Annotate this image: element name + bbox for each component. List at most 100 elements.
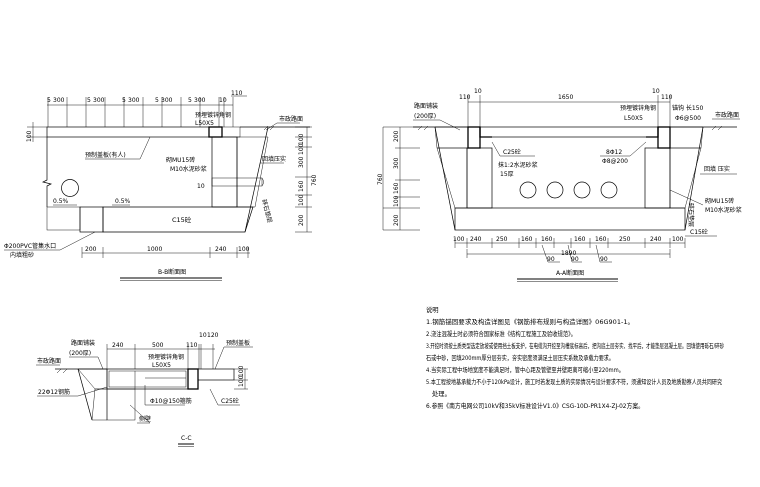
bb-slope-right: 0.5%	[115, 198, 131, 205]
bb-road-label: 市政路面	[279, 115, 303, 123]
bb-top-dim: 5	[122, 97, 126, 104]
note-line: 5.本工程按地基承载力不小于120kPa设计，施工时若发现土质的实际情况与设计要…	[426, 377, 723, 386]
bb-right-dim: 100	[298, 143, 305, 155]
cc-paving-thk: (200厚)	[69, 350, 91, 357]
bb-top-dim: 300	[93, 97, 105, 104]
aa-left-dim: 100	[393, 195, 400, 207]
aa-paving-thk: (200厚)	[414, 113, 436, 120]
bb-pipe-label: Φ200PVC管集水口	[4, 242, 56, 250]
bb-top-dim: 5	[188, 97, 192, 104]
cc-cover-label: 预制盖板	[226, 339, 250, 347]
section-a-a: 110 10 1650 10 110 路面铺装 (200厚) 预埋镀锌角钢 L5…	[377, 88, 742, 282]
aa-bottom-dim: 160	[521, 236, 533, 243]
bb-top-dim: 300	[128, 97, 140, 104]
section-c-c: 240 500 110 10 120 100 100 路面铺装 (200厚) 市…	[36, 332, 253, 447]
note-line: 石或中砂，回填200mm厚分层夯实，夯实密度须满足土层压实系数及承载力要求。	[426, 353, 614, 362]
bb-concrete-label: C15砼	[172, 215, 192, 224]
cc-title: C-C	[181, 435, 192, 442]
cc-angle-size: L50X5	[152, 362, 171, 369]
aa-angle-label: 预埋镀锌角钢	[620, 104, 656, 112]
note-line: 4.当实际工程中场地宽度不能满足时，管中心距及管壁至井壁距离可缩小至220mm。	[426, 365, 624, 374]
cc-angle-label: 预埋镀锌角钢	[148, 353, 184, 361]
bb-top-dim: 110	[231, 90, 243, 97]
bb-top-dim: 5	[155, 97, 159, 104]
note-line: 处理。	[432, 389, 451, 398]
cc-wall-label: 侧壁	[139, 415, 151, 423]
bb-brick-label: 砌MU15砖	[166, 156, 195, 164]
aa-left-total: 760	[377, 173, 384, 185]
bb-bottom-dim: 100	[238, 246, 250, 253]
aa-top-dim: 110	[459, 94, 471, 101]
aa-top-dim: 10	[474, 88, 482, 95]
aa-bottom-dim: 250	[619, 236, 631, 243]
bb-slope-left: 0.5%	[53, 198, 69, 205]
note-line: 2.浇注混凝土时必须符合国家标准《结构工程施工及验收规范》。	[426, 329, 576, 338]
bb-bottom-dim: 1000	[147, 246, 162, 253]
aa-plaster-label: 抹1:2水泥砂浆	[498, 161, 538, 169]
aa-left-dim: 300	[393, 157, 400, 169]
note-line: 6.参照《南方电网公司10kV和35kV标准设计V1.0》CSG-10D-PR1…	[426, 401, 644, 410]
aa-plaster-thk: 15厚	[500, 171, 514, 178]
bb-top-dim: 300	[53, 97, 65, 104]
cc-top-dim: 110	[186, 342, 198, 349]
cc-top-dim: 500	[152, 342, 164, 349]
note-line: 1.钢筋锚固要求及构造详图见《钢筋排布规则与构造详图》06G901-1。	[426, 317, 634, 326]
aa-cushion-label: 碎石垫层	[687, 203, 695, 227]
aa-bottom-total: 1890	[561, 250, 576, 257]
section-b-b: 5 300 5 300 5 300 5 300 5 300 10 110 100…	[4, 90, 318, 281]
aa-bottom-dim: 160	[541, 236, 553, 243]
bb-top-dim: 5	[47, 97, 51, 104]
aa-left-dim: 200	[393, 130, 400, 142]
bb-title: B-B断面图	[158, 268, 186, 276]
aa-bottom-dim: 160	[595, 236, 607, 243]
aa-anchor-label: 锚钩 长150	[672, 104, 704, 112]
aa-sub-dim: 90	[600, 256, 608, 263]
bb-top-dim: 300	[194, 97, 206, 104]
aa-concrete-label: C15砼	[690, 228, 708, 236]
cc-top-dim: 10	[199, 332, 207, 339]
bb-top-dim: 10	[219, 97, 227, 104]
bb-right-dim: 300	[298, 156, 305, 168]
cc-right-dim: 100	[238, 365, 245, 377]
bb-cushion-label: 碎石垫层	[260, 198, 274, 223]
cc-road-label: 市政路面	[37, 357, 61, 365]
cc-top-dim: 240	[112, 342, 124, 349]
aa-bottom-dim: 250	[496, 236, 508, 243]
aa-angle-size: L50X5	[624, 115, 643, 122]
bb-cover-label: 预制盖板(有人)	[85, 151, 126, 159]
cc-stirrup-label: Φ10@150箍筋	[150, 397, 192, 405]
aa-title: A-A断面图	[556, 269, 584, 277]
bb-left-dim: 100	[26, 130, 33, 142]
bb-right-dim: 200	[298, 214, 305, 226]
aa-bottom-dim: 240	[470, 236, 482, 243]
aa-left-dim: 200	[393, 214, 400, 226]
aa-anchor-spec: Φ6@500	[675, 115, 701, 122]
aa-bottom-dim: 100	[453, 236, 465, 243]
bb-right-dim: 160	[298, 180, 305, 192]
aa-rebar-label: 8Φ12	[606, 149, 622, 156]
bb-mortar-label: M10水泥砂浆	[170, 165, 207, 173]
cc-top-dim: 120	[207, 332, 219, 339]
aa-bottom-dim: 160	[574, 236, 586, 243]
aa-paving-label: 路面铺装	[414, 102, 438, 110]
bb-sand-label: 内填粗砂	[10, 251, 34, 259]
bb-right-dim: 100	[298, 194, 305, 206]
bb-bottom-dim: 240	[215, 246, 227, 253]
bb-top-dim: 300	[161, 97, 173, 104]
aa-road-label: 市政路面	[715, 111, 739, 119]
cc-rebar-label: 22Φ12钢筋	[38, 388, 70, 396]
note-line: 3.开挖时须按土质类型选定放坡或使用挡土板支护，在电缆沟开挖至沟槽底标高后，把沟…	[426, 341, 724, 350]
aa-left-dim: 160	[393, 182, 400, 194]
aa-top-dim: 110	[661, 94, 673, 101]
aa-sub-dim: 90	[547, 256, 555, 263]
aa-mortar-label: M10水泥砂浆	[705, 206, 742, 214]
aa-top-dim: 10	[652, 88, 660, 95]
bb-right-dim: 100	[298, 133, 305, 145]
aa-bottom-dim: 100	[672, 236, 684, 243]
aa-bottom-dim: 240	[650, 236, 662, 243]
notes-title: 说明	[426, 305, 439, 314]
bb-backfill-label: 回填压实	[262, 155, 286, 163]
bb-top-dim: 5	[87, 97, 91, 104]
bb-ten-label: 10	[197, 183, 205, 190]
